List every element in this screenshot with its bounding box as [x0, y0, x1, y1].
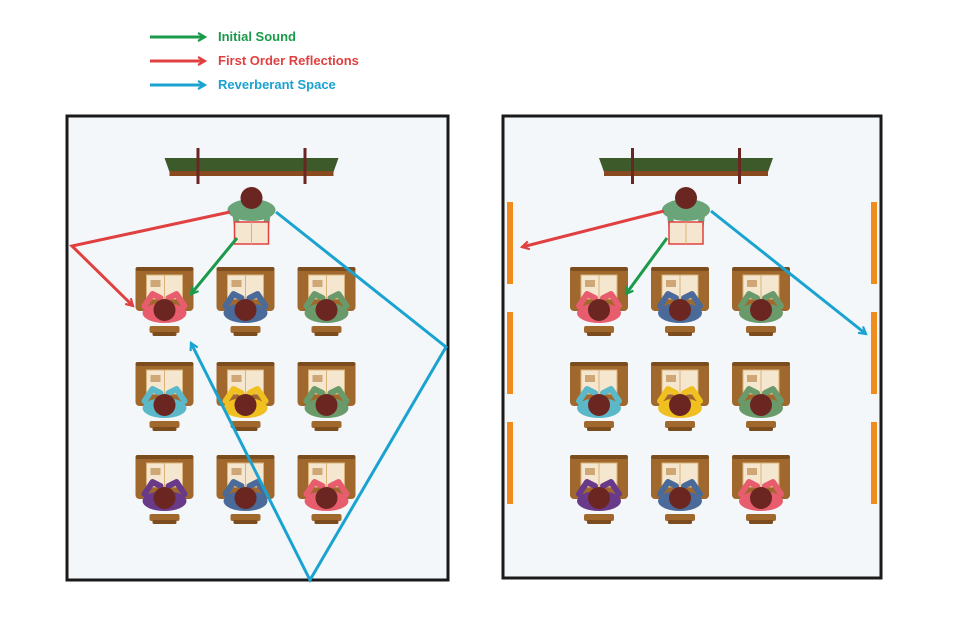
student-desk — [297, 455, 356, 524]
first-order-reflection-arrow — [522, 209, 665, 247]
student-head — [588, 299, 610, 321]
acoustic-panel — [507, 312, 513, 394]
chair — [230, 421, 261, 428]
teacher-shirt — [227, 199, 276, 221]
student-head — [315, 394, 338, 416]
student-head — [234, 487, 257, 509]
chair — [149, 326, 180, 333]
initial-sound-arrow — [191, 237, 239, 294]
acoustic-panel — [871, 422, 877, 504]
student-head — [750, 299, 772, 321]
legend-label-first-order-reflections: First Order Reflections — [218, 53, 359, 68]
acoustic-panel — [871, 312, 877, 394]
teacher-head — [675, 187, 697, 209]
acoustic-panel — [507, 202, 513, 284]
reverberant-sound-arrow — [191, 210, 448, 584]
chair — [149, 514, 180, 521]
teacher — [227, 187, 276, 245]
room-without-treatment — [65, 114, 450, 582]
student-desk — [732, 362, 790, 431]
room-wall — [65, 114, 450, 582]
initial-sound-arrow — [626, 237, 669, 294]
student-head — [750, 487, 772, 509]
teacher-head — [240, 187, 263, 209]
chair — [230, 514, 261, 521]
legend-item-initial-sound: Initial Sound — [150, 29, 296, 44]
chair — [665, 326, 695, 333]
student-desk — [135, 267, 194, 336]
student-head — [669, 299, 691, 321]
acoustic-panel — [871, 202, 877, 284]
student-desk — [297, 362, 356, 431]
teacher — [662, 187, 710, 245]
student-desk — [297, 267, 356, 336]
student-head — [588, 394, 610, 416]
teacher-shirt — [662, 199, 710, 221]
chair — [311, 514, 342, 521]
student-head — [153, 487, 176, 509]
student-head — [153, 394, 176, 416]
chair — [746, 326, 776, 333]
chair — [746, 514, 776, 521]
student-desk — [732, 455, 790, 524]
chair — [665, 514, 695, 521]
chair — [584, 514, 614, 521]
student-desk — [570, 267, 628, 336]
chair — [746, 421, 776, 428]
blackboard — [599, 148, 773, 184]
student-head — [315, 299, 338, 321]
student-head — [234, 394, 257, 416]
first-order-reflection-arrow — [68, 210, 231, 306]
sound-paths-right — [522, 209, 866, 334]
chair — [230, 326, 261, 333]
legend-label-initial-sound: Initial Sound — [218, 29, 296, 44]
student-desk — [570, 455, 628, 524]
student-head — [669, 394, 691, 416]
student-head — [315, 487, 338, 509]
student-desk — [135, 362, 194, 431]
legend-item-reverberant-space: Reverberant Space — [150, 77, 336, 92]
student-desk — [135, 455, 194, 524]
chair — [665, 421, 695, 428]
absorbed-sound-arrow — [710, 209, 866, 334]
chair — [149, 421, 180, 428]
student-head — [234, 299, 257, 321]
chair — [311, 421, 342, 428]
legend-label-reverberant-space: Reverberant Space — [218, 77, 336, 92]
student-head — [669, 487, 691, 509]
student-head — [153, 299, 176, 321]
student-desk — [216, 362, 275, 431]
legend-item-first-order-reflections: First Order Reflections — [150, 53, 359, 68]
student-desk — [651, 362, 709, 431]
acoustic-panel — [507, 422, 513, 504]
student-desk — [732, 267, 790, 336]
chair — [584, 421, 614, 428]
student-desk — [651, 267, 709, 336]
legend: Initial Sound First Order Reflections Re… — [150, 29, 359, 92]
blackboard — [164, 148, 339, 184]
room-with-acoustic-panels — [501, 114, 883, 580]
student-desk — [216, 267, 275, 336]
student-desk — [570, 362, 628, 431]
student-head — [588, 487, 610, 509]
student-head — [750, 394, 772, 416]
sound-paths-left — [68, 210, 448, 584]
student-desk — [651, 455, 709, 524]
chair — [584, 326, 614, 333]
chair — [311, 326, 342, 333]
